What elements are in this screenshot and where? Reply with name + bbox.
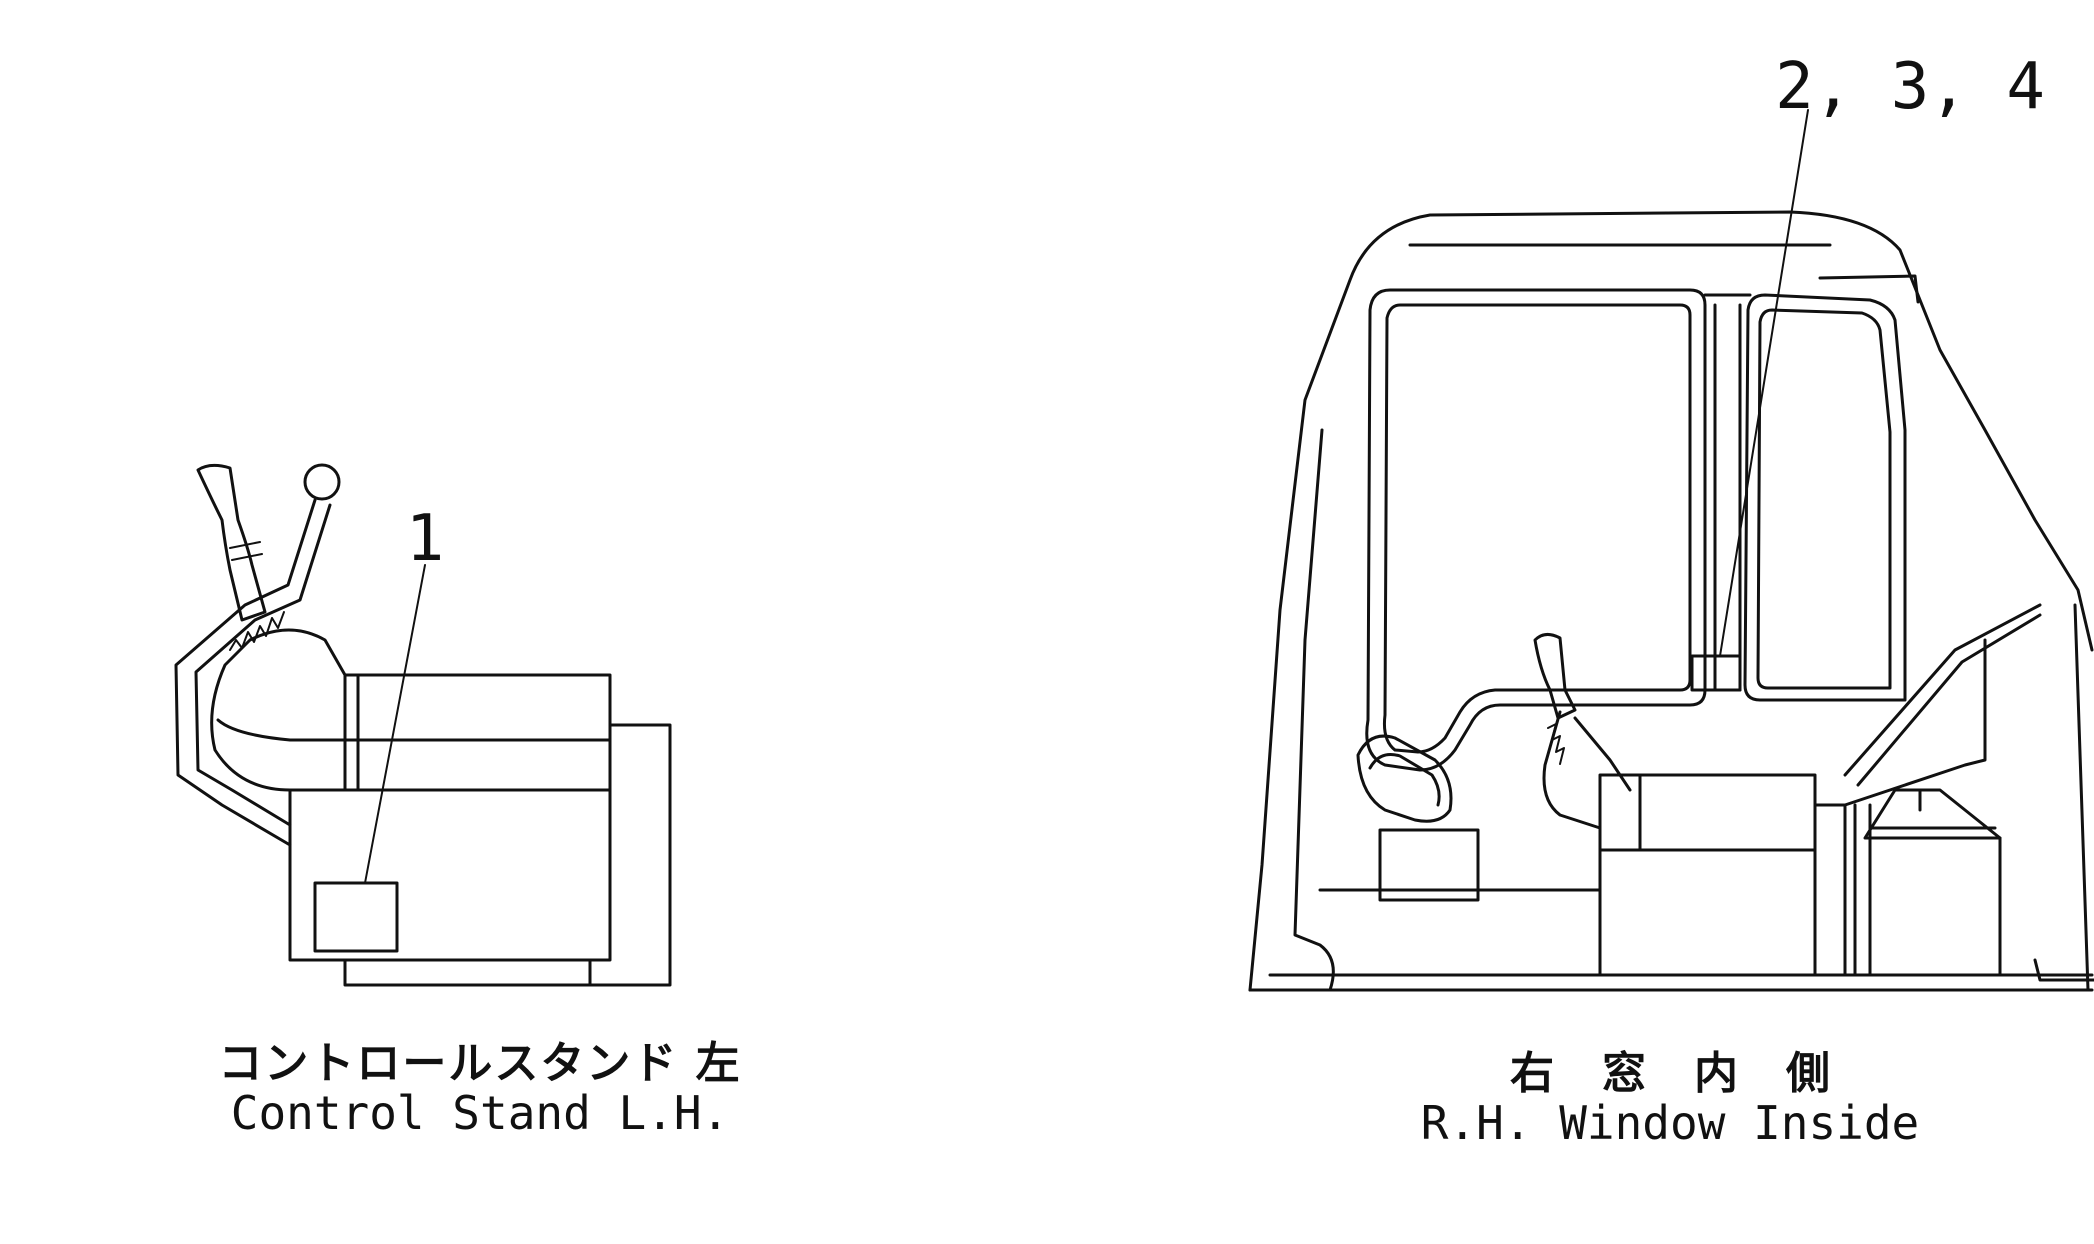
caption-jp-right: 右窓内側 [1510,1048,1878,1099]
callout-1: 1 [406,502,445,576]
caption-jp-left: コントロールスタンド 左 [218,1038,742,1089]
label-plate-2-3-4 [1690,654,1742,692]
caption-en-right: R.H. Window Inside [1420,1096,1920,1151]
label-plate-1 [313,881,399,953]
leader-line-2-3-4 [1719,109,1809,657]
caption-en-left: Control Stand L.H. [230,1086,730,1141]
caption-window-inside: 右窓内側 R.H. Window Inside [1390,1048,1950,1151]
callout-2-3-4: 2, 3, 4 [1775,50,2045,124]
caption-control-stand: コントロールスタンド 左 Control Stand L.H. [200,1038,760,1141]
leader-line-1 [364,564,426,884]
cab-window-illustration [1248,109,2094,992]
control-stand-illustration [174,463,672,987]
